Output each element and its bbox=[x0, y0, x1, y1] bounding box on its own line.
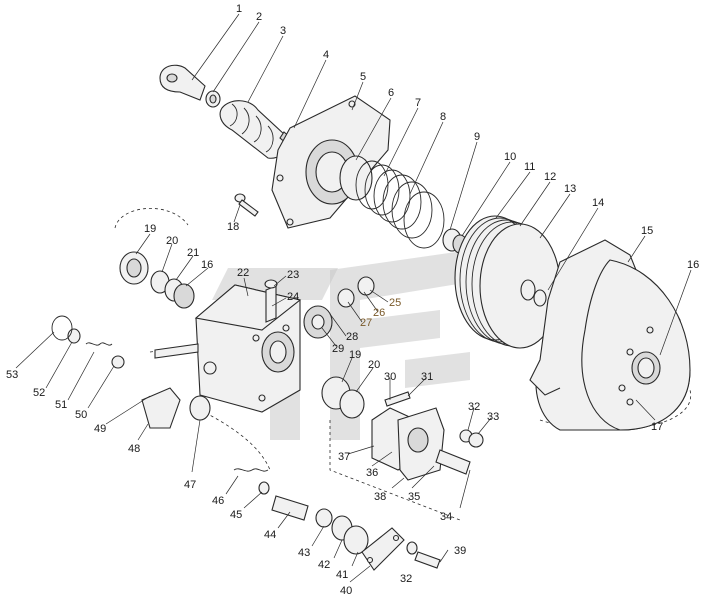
callout-labels: 1 2 3 4 5 6 7 8 9 10 11 12 13 14 15 16 1… bbox=[6, 3, 699, 597]
callout-20-left: 20 bbox=[166, 235, 178, 247]
callout-26: 26 bbox=[373, 307, 385, 319]
callout-40: 40 bbox=[340, 585, 352, 597]
part-seal-set-left bbox=[119, 251, 195, 309]
callout-7: 7 bbox=[415, 97, 421, 109]
callout-35: 35 bbox=[408, 491, 420, 503]
callout-22: 22 bbox=[237, 267, 249, 279]
callout-51: 51 bbox=[55, 399, 67, 411]
callout-10: 10 bbox=[504, 151, 516, 163]
callout-8: 8 bbox=[440, 111, 446, 123]
callout-27: 27 bbox=[360, 317, 372, 329]
callout-2: 2 bbox=[256, 11, 262, 23]
part-springs bbox=[339, 155, 445, 249]
callout-4: 4 bbox=[323, 49, 329, 61]
callout-20-mid: 20 bbox=[368, 359, 380, 371]
callout-30: 30 bbox=[384, 371, 396, 383]
callout-25: 25 bbox=[389, 297, 401, 309]
part-clevis bbox=[159, 64, 206, 101]
callout-11: 11 bbox=[524, 161, 535, 173]
part-actuator bbox=[371, 391, 484, 481]
callout-31: 31 bbox=[421, 371, 433, 383]
part-seal-set-mid bbox=[321, 376, 365, 419]
part-left-fittings bbox=[51, 315, 217, 429]
callout-37: 37 bbox=[338, 451, 350, 463]
callout-24: 24 bbox=[287, 291, 299, 303]
part-lower-valve-stack bbox=[233, 468, 441, 571]
callout-28: 28 bbox=[346, 331, 358, 343]
callout-45: 45 bbox=[230, 509, 242, 521]
callout-21: 21 bbox=[187, 247, 199, 259]
callout-29: 29 bbox=[332, 343, 344, 355]
callout-9: 9 bbox=[474, 131, 480, 143]
callout-17: 17 bbox=[651, 421, 663, 433]
callout-16-left: 16 bbox=[201, 259, 213, 271]
callout-43: 43 bbox=[298, 547, 310, 559]
callout-38: 38 bbox=[374, 491, 386, 503]
callout-1: 1 bbox=[236, 3, 242, 15]
callout-14: 14 bbox=[592, 197, 604, 209]
part-valve-small-set bbox=[303, 276, 375, 339]
callout-42: 42 bbox=[318, 559, 330, 571]
part-piston bbox=[454, 215, 561, 349]
callout-53: 53 bbox=[6, 369, 18, 381]
callout-3: 3 bbox=[280, 25, 286, 37]
callout-32-lower: 32 bbox=[400, 573, 412, 585]
callout-23: 23 bbox=[287, 269, 299, 281]
callout-36: 36 bbox=[366, 467, 378, 479]
callout-44: 44 bbox=[264, 529, 276, 541]
callout-41: 41 bbox=[336, 569, 348, 581]
callout-46: 46 bbox=[212, 495, 224, 507]
part-nut-2 bbox=[205, 90, 221, 108]
callout-47: 47 bbox=[184, 479, 196, 491]
callout-34: 34 bbox=[440, 511, 452, 523]
callout-19-left: 19 bbox=[144, 223, 156, 235]
callout-12: 12 bbox=[544, 171, 556, 183]
callout-33: 33 bbox=[487, 411, 499, 423]
callout-15: 15 bbox=[641, 225, 653, 237]
callout-49: 49 bbox=[94, 423, 106, 435]
part-snap-ring bbox=[533, 289, 547, 307]
callout-48: 48 bbox=[128, 443, 140, 455]
callout-6: 6 bbox=[388, 87, 394, 99]
callout-52: 52 bbox=[33, 387, 45, 399]
part-cylinder-housing bbox=[529, 239, 691, 431]
callout-50: 50 bbox=[75, 409, 87, 421]
part-bolt-18 bbox=[234, 193, 259, 217]
part-breather-fitting bbox=[264, 279, 278, 323]
callout-39: 39 bbox=[454, 545, 466, 557]
callout-19-mid: 19 bbox=[349, 349, 361, 361]
callout-32-upper: 32 bbox=[468, 401, 480, 413]
callout-18: 18 bbox=[227, 221, 239, 233]
part-boot bbox=[219, 100, 287, 159]
part-mounting-plate bbox=[271, 95, 391, 229]
callout-16-right: 16 bbox=[687, 259, 699, 271]
callout-5: 5 bbox=[360, 71, 366, 83]
callout-13: 13 bbox=[564, 183, 576, 195]
leader-lines bbox=[15, 13, 692, 583]
